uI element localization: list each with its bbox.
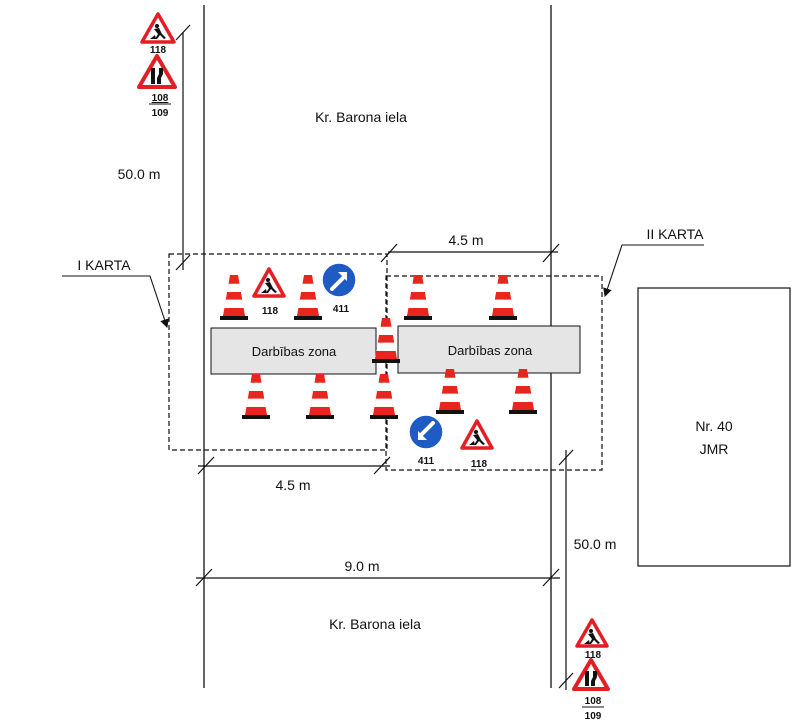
building-number: Nr. 40 (695, 418, 733, 434)
road-narrowing-code-top: 108 (152, 93, 169, 104)
traffic-cone-1 (220, 275, 248, 320)
traffic-cone-9 (436, 369, 464, 414)
roadworks-warning-code-top: 118 (150, 45, 167, 56)
plan-label-first: I KARTA (77, 257, 131, 273)
plan-leader-second (603, 244, 704, 298)
keep-left-code: 411 (418, 456, 435, 467)
roadworker-icon (469, 430, 485, 445)
roadworker-icon (150, 24, 166, 39)
dimension-label-bottom: 9.0 m (344, 558, 379, 574)
dimension-line-top (380, 243, 560, 263)
roadworks-warning-sign-zone-right (460, 419, 494, 450)
roadworks-warning-code-zone-right: 118 (471, 459, 488, 470)
plan-label-second: II KARTA (646, 226, 704, 242)
roadworker-icon (261, 278, 277, 293)
distance-line-bottom-right (558, 449, 574, 690)
plan-outline-second (385, 275, 603, 471)
narrowing-icon (585, 671, 597, 686)
building-name: JMR (700, 441, 729, 457)
distance-label-top-left: 50.0 m (118, 166, 161, 182)
street-name-bottom: Kr. Barona iela (329, 616, 421, 632)
traffic-cone-8 (370, 374, 398, 419)
dimension-label-middle: 4.5 m (275, 477, 310, 493)
street-name-top: Kr. Barona iela (315, 109, 407, 125)
dimension-line-middle (197, 456, 391, 475)
road-narrowing-warning-sign-top (137, 54, 177, 89)
roadworker-icon (584, 629, 600, 644)
work-zone-right (397, 325, 581, 374)
roadworks-warning-sign-top (140, 12, 176, 44)
roadworks-warning-code-zone-left: 118 (262, 306, 279, 317)
distance-line-top-left (175, 24, 191, 271)
traffic-cone-2 (294, 275, 322, 320)
arrow-down-left-icon (418, 421, 435, 440)
traffic-cone-4 (489, 275, 517, 320)
road-narrowing-warning-sign-bottom (572, 658, 610, 691)
road-narrowing-code-bottom-top: 109 (152, 108, 169, 119)
work-zone-left-label: Darbības zona (252, 344, 337, 359)
plan-leader-first (62, 275, 169, 329)
road-narrowing-code-second-bottom: 109 (585, 711, 602, 722)
traffic-cone-6 (242, 374, 270, 419)
dimension-line-bottom (195, 568, 560, 587)
building (637, 287, 791, 567)
narrowing-icon (151, 68, 163, 84)
work-zone-right-label: Darbības zona (448, 343, 533, 358)
traffic-cone-7 (306, 374, 334, 419)
traffic-cone-5 (372, 318, 400, 363)
dimension-label-top: 4.5 m (448, 232, 483, 248)
traffic-cone-3 (404, 275, 432, 320)
keep-right-sign (321, 262, 357, 298)
distance-label-bottom-right: 50.0 m (574, 536, 617, 552)
roadworks-warning-code-bottom: 118 (585, 650, 602, 661)
road-narrowing-code-bottom-sign: 108 (585, 696, 602, 707)
keep-left-sign (408, 414, 444, 450)
work-zone-left (210, 327, 377, 375)
roadworks-warning-sign-zone-left (252, 267, 286, 298)
traffic-cone-10 (509, 369, 537, 414)
arrow-up-right-icon (330, 272, 347, 291)
roadworks-warning-sign-bottom (575, 618, 609, 648)
keep-right-code: 411 (333, 304, 350, 315)
